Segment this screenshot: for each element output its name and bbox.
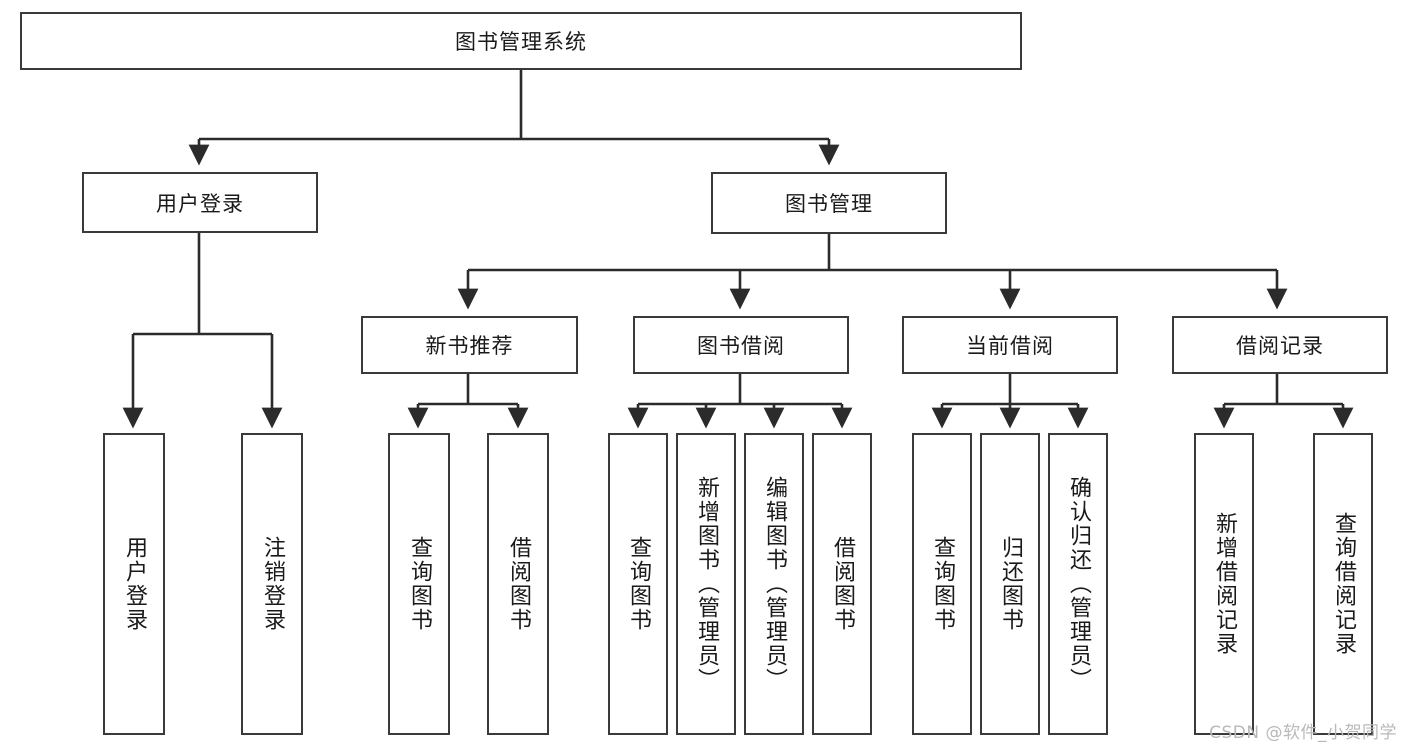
node-label: 注销登录 bbox=[259, 536, 285, 632]
leaf-borrow-book-recommend[interactable]: 借阅图书 bbox=[487, 433, 549, 735]
node-label: 用户登录 bbox=[156, 191, 244, 216]
node-borrow-record[interactable]: 借阅记录 bbox=[1172, 316, 1388, 374]
leaf-add-book-admin[interactable]: 新增图书（管理员） bbox=[676, 433, 736, 735]
node-label: 图书管理 bbox=[785, 192, 873, 216]
node-label: 编辑图书（管理员） bbox=[761, 476, 787, 692]
leaf-confirm-return-admin[interactable]: 确认归还（管理员） bbox=[1048, 433, 1108, 735]
leaf-add-borrow-record[interactable]: 新增借阅记录 bbox=[1194, 433, 1254, 735]
node-label: 当前借阅 bbox=[966, 334, 1054, 358]
node-label: 新增图书（管理员） bbox=[693, 476, 719, 692]
node-book-management[interactable]: 图书管理 bbox=[711, 172, 947, 234]
node-label: 借阅图书 bbox=[829, 536, 855, 632]
leaf-edit-book-admin[interactable]: 编辑图书（管理员） bbox=[744, 433, 804, 735]
node-label: 借阅图书 bbox=[505, 536, 531, 632]
csdn-watermark: CSDN @软件_小贺同学 bbox=[1209, 723, 1397, 743]
node-book-borrow[interactable]: 图书借阅 bbox=[633, 316, 849, 374]
node-label: 确认归还（管理员） bbox=[1065, 476, 1091, 692]
leaf-query-book-recommend[interactable]: 查询图书 bbox=[388, 433, 450, 735]
leaf-user-login[interactable]: 用户登录 bbox=[103, 433, 165, 735]
node-label: 新增借阅记录 bbox=[1211, 512, 1237, 656]
leaf-query-borrow-record[interactable]: 查询借阅记录 bbox=[1313, 433, 1373, 735]
node-label: 图书借阅 bbox=[697, 334, 785, 358]
leaf-borrow-book[interactable]: 借阅图书 bbox=[812, 433, 872, 735]
leaf-logout[interactable]: 注销登录 bbox=[241, 433, 303, 735]
node-current-borrow[interactable]: 当前借阅 bbox=[902, 316, 1118, 374]
node-label: 查询图书 bbox=[929, 536, 955, 632]
leaf-query-book-borrow[interactable]: 查询图书 bbox=[608, 433, 668, 735]
node-user-login[interactable]: 用户登录 bbox=[82, 172, 318, 233]
node-label: 图书管理系统 bbox=[455, 30, 587, 54]
node-label: 新书推荐 bbox=[425, 334, 514, 358]
leaf-return-book[interactable]: 归还图书 bbox=[980, 433, 1040, 735]
leaf-query-book-current[interactable]: 查询图书 bbox=[912, 433, 972, 735]
node-label: 借阅记录 bbox=[1236, 334, 1324, 358]
node-label: 归还图书 bbox=[997, 536, 1023, 632]
node-label: 用户登录 bbox=[121, 536, 147, 632]
node-new-book-recommend[interactable]: 新书推荐 bbox=[361, 316, 578, 374]
node-root-system[interactable]: 图书管理系统 bbox=[20, 12, 1022, 70]
node-label: 查询借阅记录 bbox=[1330, 512, 1356, 656]
node-label: 查询图书 bbox=[625, 536, 651, 632]
node-label: 查询图书 bbox=[406, 536, 432, 632]
